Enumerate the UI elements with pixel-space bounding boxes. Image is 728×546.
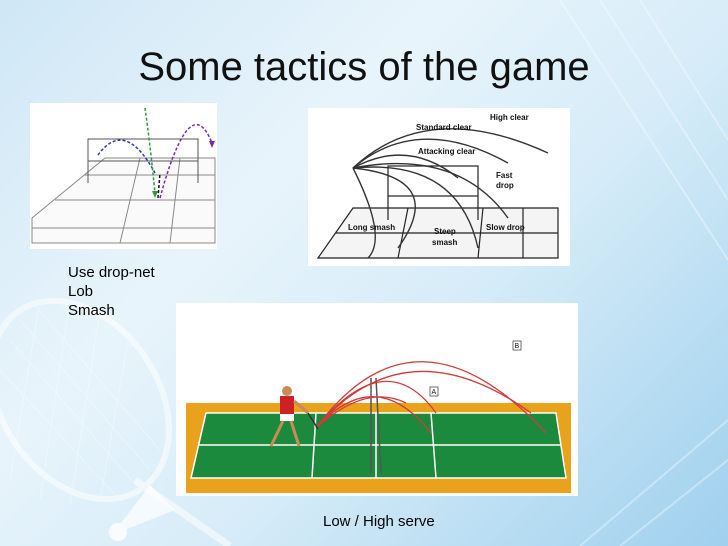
marker-a: A xyxy=(432,389,437,396)
label-steep-smash-line2: smash xyxy=(432,238,457,247)
background-lines xyxy=(559,0,728,546)
tactic-item: Use drop-net xyxy=(68,264,155,281)
label-fast-drop-line2: drop xyxy=(496,181,514,190)
tactic-item: Smash xyxy=(68,302,115,319)
trajectory-purple xyxy=(159,123,213,199)
serve-caption: Low / High serve xyxy=(323,513,435,530)
player-icon xyxy=(269,386,319,447)
label-fast-drop-line1: Fast xyxy=(496,171,513,180)
trajectory-green xyxy=(144,107,156,194)
label-standard-clear: Standard clear xyxy=(416,123,472,132)
trajectory-blue xyxy=(97,139,156,174)
serve-trajectories xyxy=(315,361,547,434)
court-trajectory-image xyxy=(31,107,216,244)
racket-icon xyxy=(0,297,232,546)
shots-diagram-image: High clear Standard clear Attacking clea… xyxy=(316,113,559,259)
tactics-list: Use drop-net Lob Smash xyxy=(68,263,155,320)
label-slow-drop: Slow drop xyxy=(486,223,525,232)
marker-b: B xyxy=(515,343,520,350)
tactic-item: Lob xyxy=(68,283,94,300)
slide-title: Some tactics of the game xyxy=(138,45,590,89)
shuttlecock-icon xyxy=(109,485,175,541)
label-steep-smash-line1: Steep xyxy=(434,227,456,236)
serve-illustration-image: A B xyxy=(186,340,571,493)
serve-illustration: A B xyxy=(176,303,578,496)
label-high-clear: High clear xyxy=(490,113,529,122)
label-attacking-clear: Attacking clear xyxy=(418,147,475,156)
label-long-smash: Long smash xyxy=(348,223,395,232)
court-trajectory-diagram xyxy=(30,103,217,249)
shots-diagram: High clear Standard clear Attacking clea… xyxy=(308,108,570,266)
